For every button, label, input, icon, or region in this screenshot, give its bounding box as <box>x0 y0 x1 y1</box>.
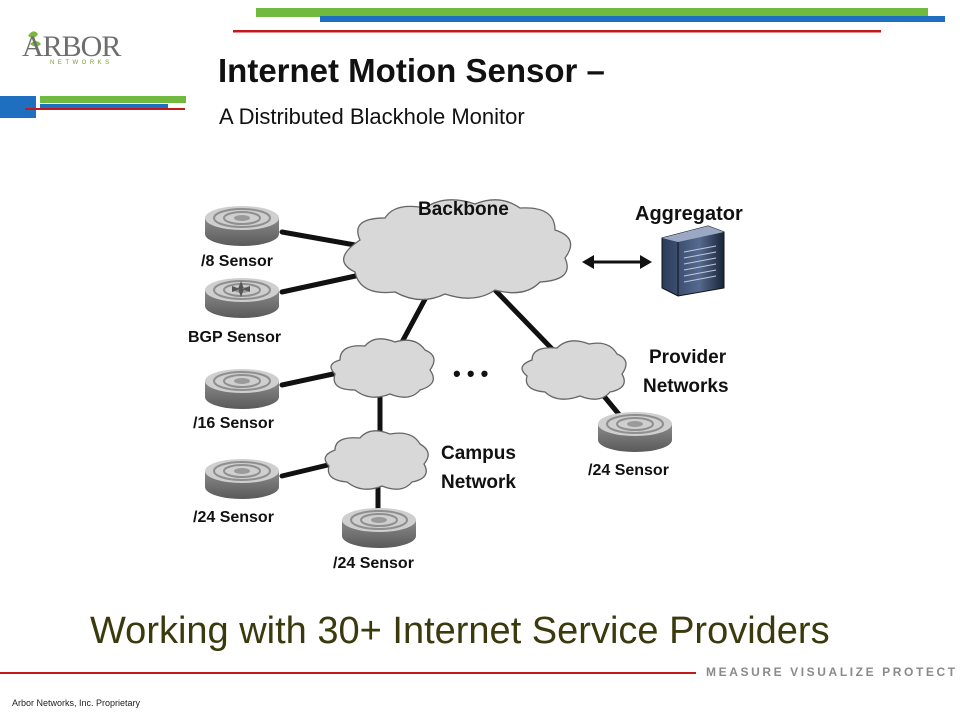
left-blue-bar-2 <box>40 104 168 109</box>
left-blue-bar <box>0 96 36 118</box>
logo-subtext: NETWORKS <box>50 60 113 66</box>
left-red-line <box>25 108 185 110</box>
label-campus-line2: Network <box>441 472 516 493</box>
link-8sensor-backbone <box>279 229 358 248</box>
aggregator-server-icon <box>661 225 725 297</box>
label-24-sensor-campus: /24 Sensor <box>333 555 414 572</box>
slide-title: Internet Motion Sensor – <box>218 52 605 89</box>
label-ellipsis: • • • <box>453 361 488 386</box>
campus-cloud-icon <box>324 430 429 490</box>
label-provider-line1: Provider <box>649 347 727 368</box>
sensor-8-icon <box>204 205 280 247</box>
footer-red-line <box>0 672 696 674</box>
logo-wordmark: ARBOR <box>22 30 121 63</box>
backbone-cloud-icon <box>343 199 572 301</box>
top-green-bar <box>256 8 928 17</box>
tagline: MEASURE VISUALIZE PROTECT <box>706 665 958 679</box>
sensor-16-icon <box>204 368 280 410</box>
bgp-sensor-icon <box>204 277 280 319</box>
mid-cloud-icon <box>330 338 435 398</box>
label-campus-line1: Campus <box>441 443 516 464</box>
slide-subtitle: A Distributed Blackhole Monitor <box>219 104 525 129</box>
links <box>279 229 625 513</box>
sensor-24-provider-icon <box>597 411 673 453</box>
aggregator-arrow-icon <box>582 255 652 269</box>
link-bgp-backbone <box>279 272 363 295</box>
link-backbone-provider <box>492 287 558 355</box>
label-provider-line2: Networks <box>643 376 729 397</box>
link-24sensor-campus <box>279 461 335 479</box>
sensor-24-left-icon <box>204 458 280 500</box>
top-red-line <box>233 30 881 33</box>
link-16sensor-cloud <box>279 371 336 388</box>
footer-note: Arbor Networks, Inc. Proprietary <box>12 698 141 708</box>
label-16-sensor: /16 Sensor <box>193 415 274 432</box>
label-24-sensor-left: /24 Sensor <box>193 509 274 526</box>
label-backbone: Backbone <box>418 199 509 220</box>
logo-leaf-icon <box>28 31 41 47</box>
bottom-headline: Working with 30+ Internet Service Provid… <box>90 610 830 652</box>
label-8-sensor: /8 Sensor <box>201 253 273 270</box>
label-aggregator: Aggregator <box>635 203 743 225</box>
label-bgp-sensor: BGP Sensor <box>188 329 281 346</box>
left-green-bar <box>40 96 186 103</box>
top-blue-bar <box>320 16 945 22</box>
sensor-24-campus-icon <box>341 507 417 549</box>
label-24-sensor-provider: /24 Sensor <box>588 462 669 479</box>
provider-cloud-icon <box>521 340 627 400</box>
